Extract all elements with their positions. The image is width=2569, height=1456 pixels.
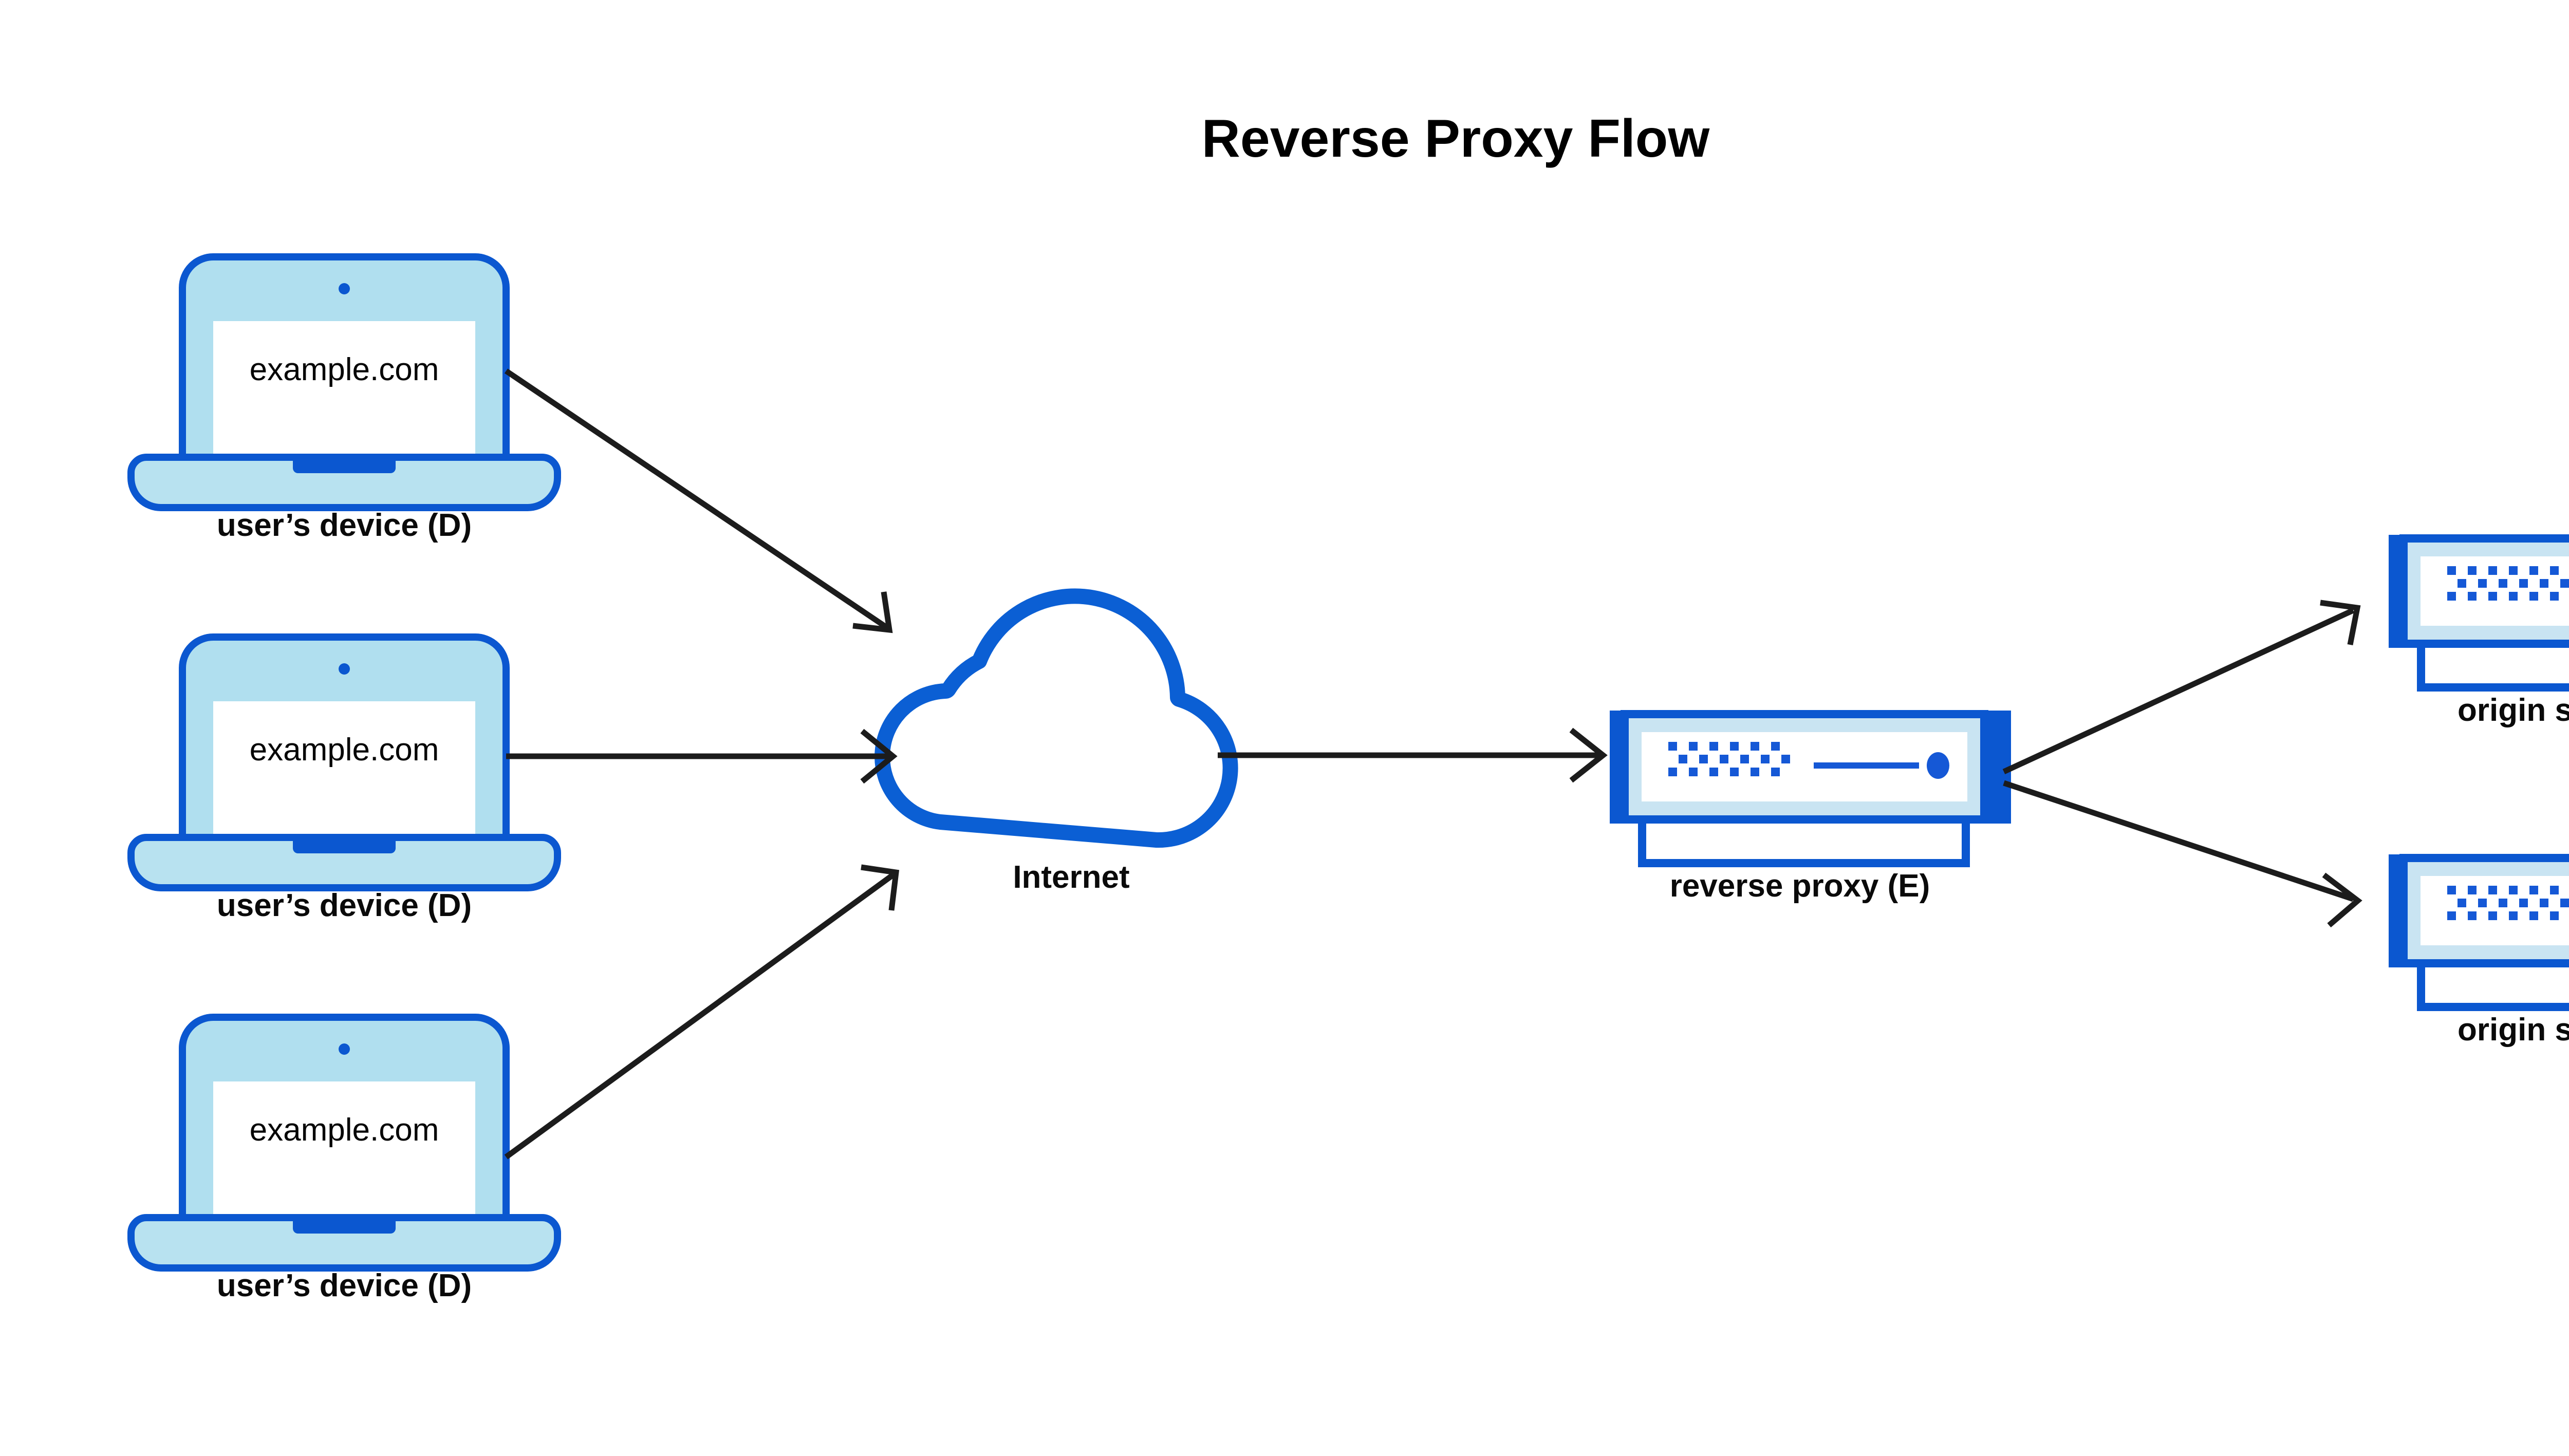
laptop-screen bbox=[213, 1081, 475, 1220]
server-icon bbox=[2389, 534, 2569, 692]
device-label: user’s device (D) bbox=[217, 888, 472, 923]
server-icon bbox=[1610, 710, 2011, 867]
webcam-icon bbox=[339, 1043, 350, 1055]
trackpad-notch bbox=[293, 839, 396, 853]
server-led-grid bbox=[1668, 742, 1790, 776]
laptop-icon bbox=[127, 1014, 561, 1272]
edge-device2-to-internet bbox=[506, 729, 898, 784]
screen-url-text: example.com bbox=[250, 1112, 439, 1148]
laptop-icon bbox=[127, 633, 561, 891]
edge-device3-to-internet bbox=[504, 864, 900, 1160]
laptop-base bbox=[127, 454, 561, 511]
origin-label: origin server (F) bbox=[2458, 1012, 2569, 1048]
trackpad-notch bbox=[293, 459, 396, 473]
server-led-grid bbox=[2447, 886, 2569, 920]
server-icon bbox=[2389, 854, 2569, 1011]
server-shelf bbox=[1638, 813, 1970, 867]
webcam-icon bbox=[339, 283, 350, 294]
laptop-icon bbox=[127, 253, 561, 511]
proxy-label: reverse proxy (E) bbox=[1670, 868, 1930, 904]
cloud-icon bbox=[874, 588, 1238, 848]
page-title: Reverse Proxy Flow bbox=[1202, 109, 1710, 169]
server-status-dot bbox=[1927, 752, 1949, 779]
edge-device1-to-internet bbox=[504, 368, 893, 633]
edge-proxy-to-origin1 bbox=[2002, 600, 2361, 774]
edge-internet-to-proxy bbox=[1218, 727, 1608, 783]
server-shelf bbox=[2417, 637, 2569, 692]
server-slot-line bbox=[1814, 762, 1919, 769]
origin-label: origin server (F) bbox=[2458, 693, 2569, 728]
laptop-screen bbox=[213, 321, 475, 460]
cloud-outline bbox=[874, 588, 1238, 848]
screen-url-text: example.com bbox=[250, 732, 439, 768]
server-led-grid bbox=[2447, 566, 2569, 601]
device-label: user’s device (D) bbox=[217, 1268, 472, 1303]
laptop-screen bbox=[213, 701, 475, 840]
screen-url-text: example.com bbox=[250, 352, 439, 387]
trackpad-notch bbox=[293, 1219, 396, 1234]
webcam-icon bbox=[339, 663, 350, 675]
internet-label: Internet bbox=[1013, 860, 1129, 895]
edge-proxy-to-origin2 bbox=[2003, 780, 2362, 928]
server-shelf bbox=[2417, 957, 2569, 1011]
laptop-base bbox=[127, 1214, 561, 1272]
device-label: user’s device (D) bbox=[217, 508, 472, 543]
laptop-base bbox=[127, 834, 561, 891]
